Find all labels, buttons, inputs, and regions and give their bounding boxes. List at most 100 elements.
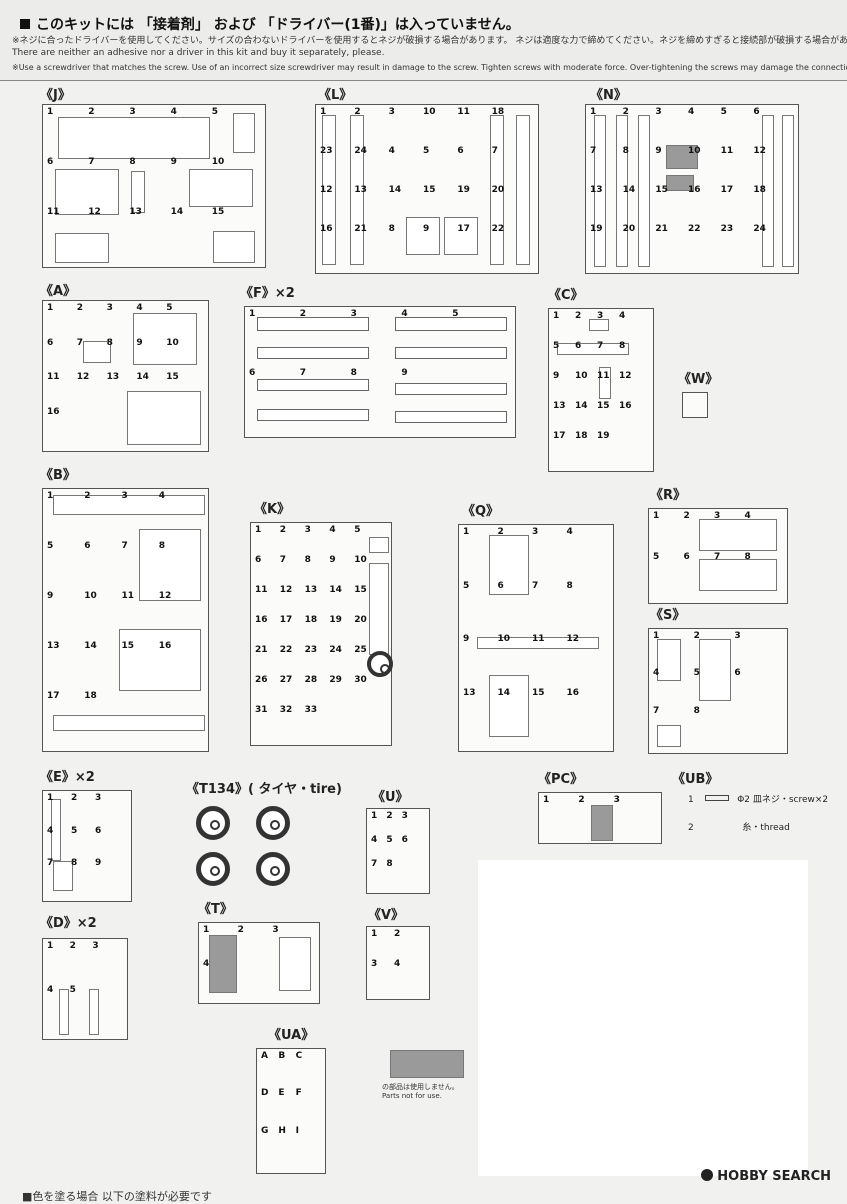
part-number-j-14: 14 — [170, 207, 184, 217]
part-number-l-3: 3 — [388, 107, 395, 117]
part-number-l-12: 12 — [320, 185, 333, 195]
part-number-k-6: 6 — [255, 555, 262, 565]
part-number-c-19: 19 — [597, 431, 610, 441]
part-k32 — [369, 537, 389, 553]
part-number-c-14: 14 — [575, 401, 588, 411]
part-number-j-13: 13 — [129, 207, 142, 217]
part-number-q-9: 9 — [463, 634, 470, 644]
part-number-e-4: 4 — [47, 825, 54, 836]
part-j15 — [213, 231, 255, 263]
part-number-l-2: 2 — [354, 107, 361, 117]
part-number-j-8: 8 — [129, 157, 136, 167]
part-b4 — [139, 529, 201, 601]
part-l1 — [322, 115, 336, 265]
part-number-k-9: 9 — [329, 555, 336, 565]
part-number-ua-H: H — [278, 1125, 286, 1136]
part-number-pc-3: 3 — [613, 795, 620, 805]
part-number-b-4: 4 — [158, 491, 166, 501]
part-number-s-5: 5 — [693, 668, 700, 679]
part-number-a-6: 6 — [47, 337, 54, 348]
tire-1 — [196, 806, 230, 840]
part-n9 — [666, 175, 694, 191]
part-number-b-17: 17 — [47, 691, 60, 701]
part-number-l-7: 7 — [491, 146, 498, 156]
part-n3 — [616, 115, 628, 267]
part-number-k-33: 33 — [304, 705, 318, 715]
part-number-j-9: 9 — [170, 157, 177, 167]
part-number-j-4: 4 — [170, 107, 177, 117]
part-number-q-8: 8 — [566, 580, 573, 591]
part-number-k-22: 22 — [279, 645, 293, 655]
part-number-j-12: 12 — [88, 207, 101, 217]
part-s7 — [657, 725, 681, 747]
part-j4 — [131, 171, 145, 213]
part-j7 — [189, 169, 253, 207]
part-k-wheel — [367, 651, 393, 677]
part-number-s-3: 3 — [734, 631, 741, 641]
part-number-e-2: 2 — [71, 793, 78, 803]
part-number-q-2: 2 — [497, 527, 504, 537]
part-number-n-2: 2 — [622, 107, 629, 117]
part-number-j-10: 10 — [211, 157, 225, 167]
part-number-q-5: 5 — [463, 580, 470, 591]
sprue-w — [682, 392, 708, 418]
part-a4 — [83, 341, 111, 363]
part-number-f-4: 4 — [401, 309, 408, 319]
part-d3 — [59, 989, 69, 1035]
part-number-n-9: 9 — [655, 146, 662, 156]
part-number-k-12: 12 — [279, 585, 293, 595]
part-number-e-3: 3 — [95, 793, 102, 803]
notice-line-ja: ※ネジに合ったドライバーを使用してください。サイズの合わないドライバーを使用する… — [12, 36, 847, 46]
sprue-label-pc: 《PC》 — [538, 772, 584, 787]
part-number-v-1: 1 — [371, 929, 378, 939]
part-number-d-5: 5 — [69, 985, 76, 995]
part-number-u-7: 7 — [371, 859, 378, 869]
part-l21 — [444, 217, 478, 255]
part-number-n-5: 5 — [720, 107, 727, 117]
part-number-k-14: 14 — [329, 585, 342, 595]
part-number-l-6: 6 — [457, 146, 464, 156]
part-number-l-20: 20 — [491, 185, 505, 195]
part-number-l-15: 15 — [423, 185, 436, 195]
part-number-n-20: 20 — [622, 224, 636, 234]
part-number-f-1: 1 — [249, 309, 256, 319]
sprue-label-j: 《J》 — [40, 88, 71, 103]
part-number-v-4: 4 — [394, 959, 401, 969]
blank-area — [478, 860, 808, 1176]
part-number-k-16: 16 — [255, 615, 268, 625]
part-number-k-29: 29 — [329, 675, 342, 685]
sprue-label-l: 《L》 — [318, 88, 353, 103]
part-number-r-5: 5 — [653, 552, 660, 562]
part-number-f-3: 3 — [350, 309, 357, 319]
part-number-k-13: 13 — [304, 585, 318, 595]
part-number-c-1: 1 — [553, 311, 560, 321]
part-l24 — [516, 115, 530, 265]
part-number-u-5: 5 — [386, 835, 393, 845]
part-number-q-14: 14 — [497, 687, 511, 698]
part-number-b-5: 5 — [47, 541, 54, 551]
part-pc2 — [591, 805, 613, 841]
part-number-c-13: 13 — [553, 401, 566, 411]
part-c1 — [589, 319, 609, 331]
part-number-n-4: 4 — [688, 107, 695, 117]
part-number-v-3: 3 — [371, 959, 378, 969]
part-n5 — [638, 115, 650, 267]
not-for-use-swatch — [390, 1050, 464, 1078]
part-number-k-20: 20 — [354, 615, 367, 625]
part-number-c-2: 2 — [575, 311, 582, 321]
part-number-k-7: 7 — [279, 555, 287, 565]
part-number-l-17: 17 — [457, 224, 470, 234]
part-number-k-10: 10 — [354, 555, 367, 565]
part-number-s-7: 7 — [653, 705, 660, 716]
part-number-f-6: 6 — [249, 368, 256, 378]
part-number-k-30: 30 — [354, 675, 367, 685]
part-number-ua-A: A — [261, 1051, 268, 1061]
part-number-r-2: 2 — [683, 511, 690, 521]
part-number-f-8: 8 — [350, 368, 357, 378]
kit-notice-title: このキットには 「接着剤」 および 「ドライバー(1番)」は入っていません。 — [20, 14, 520, 34]
